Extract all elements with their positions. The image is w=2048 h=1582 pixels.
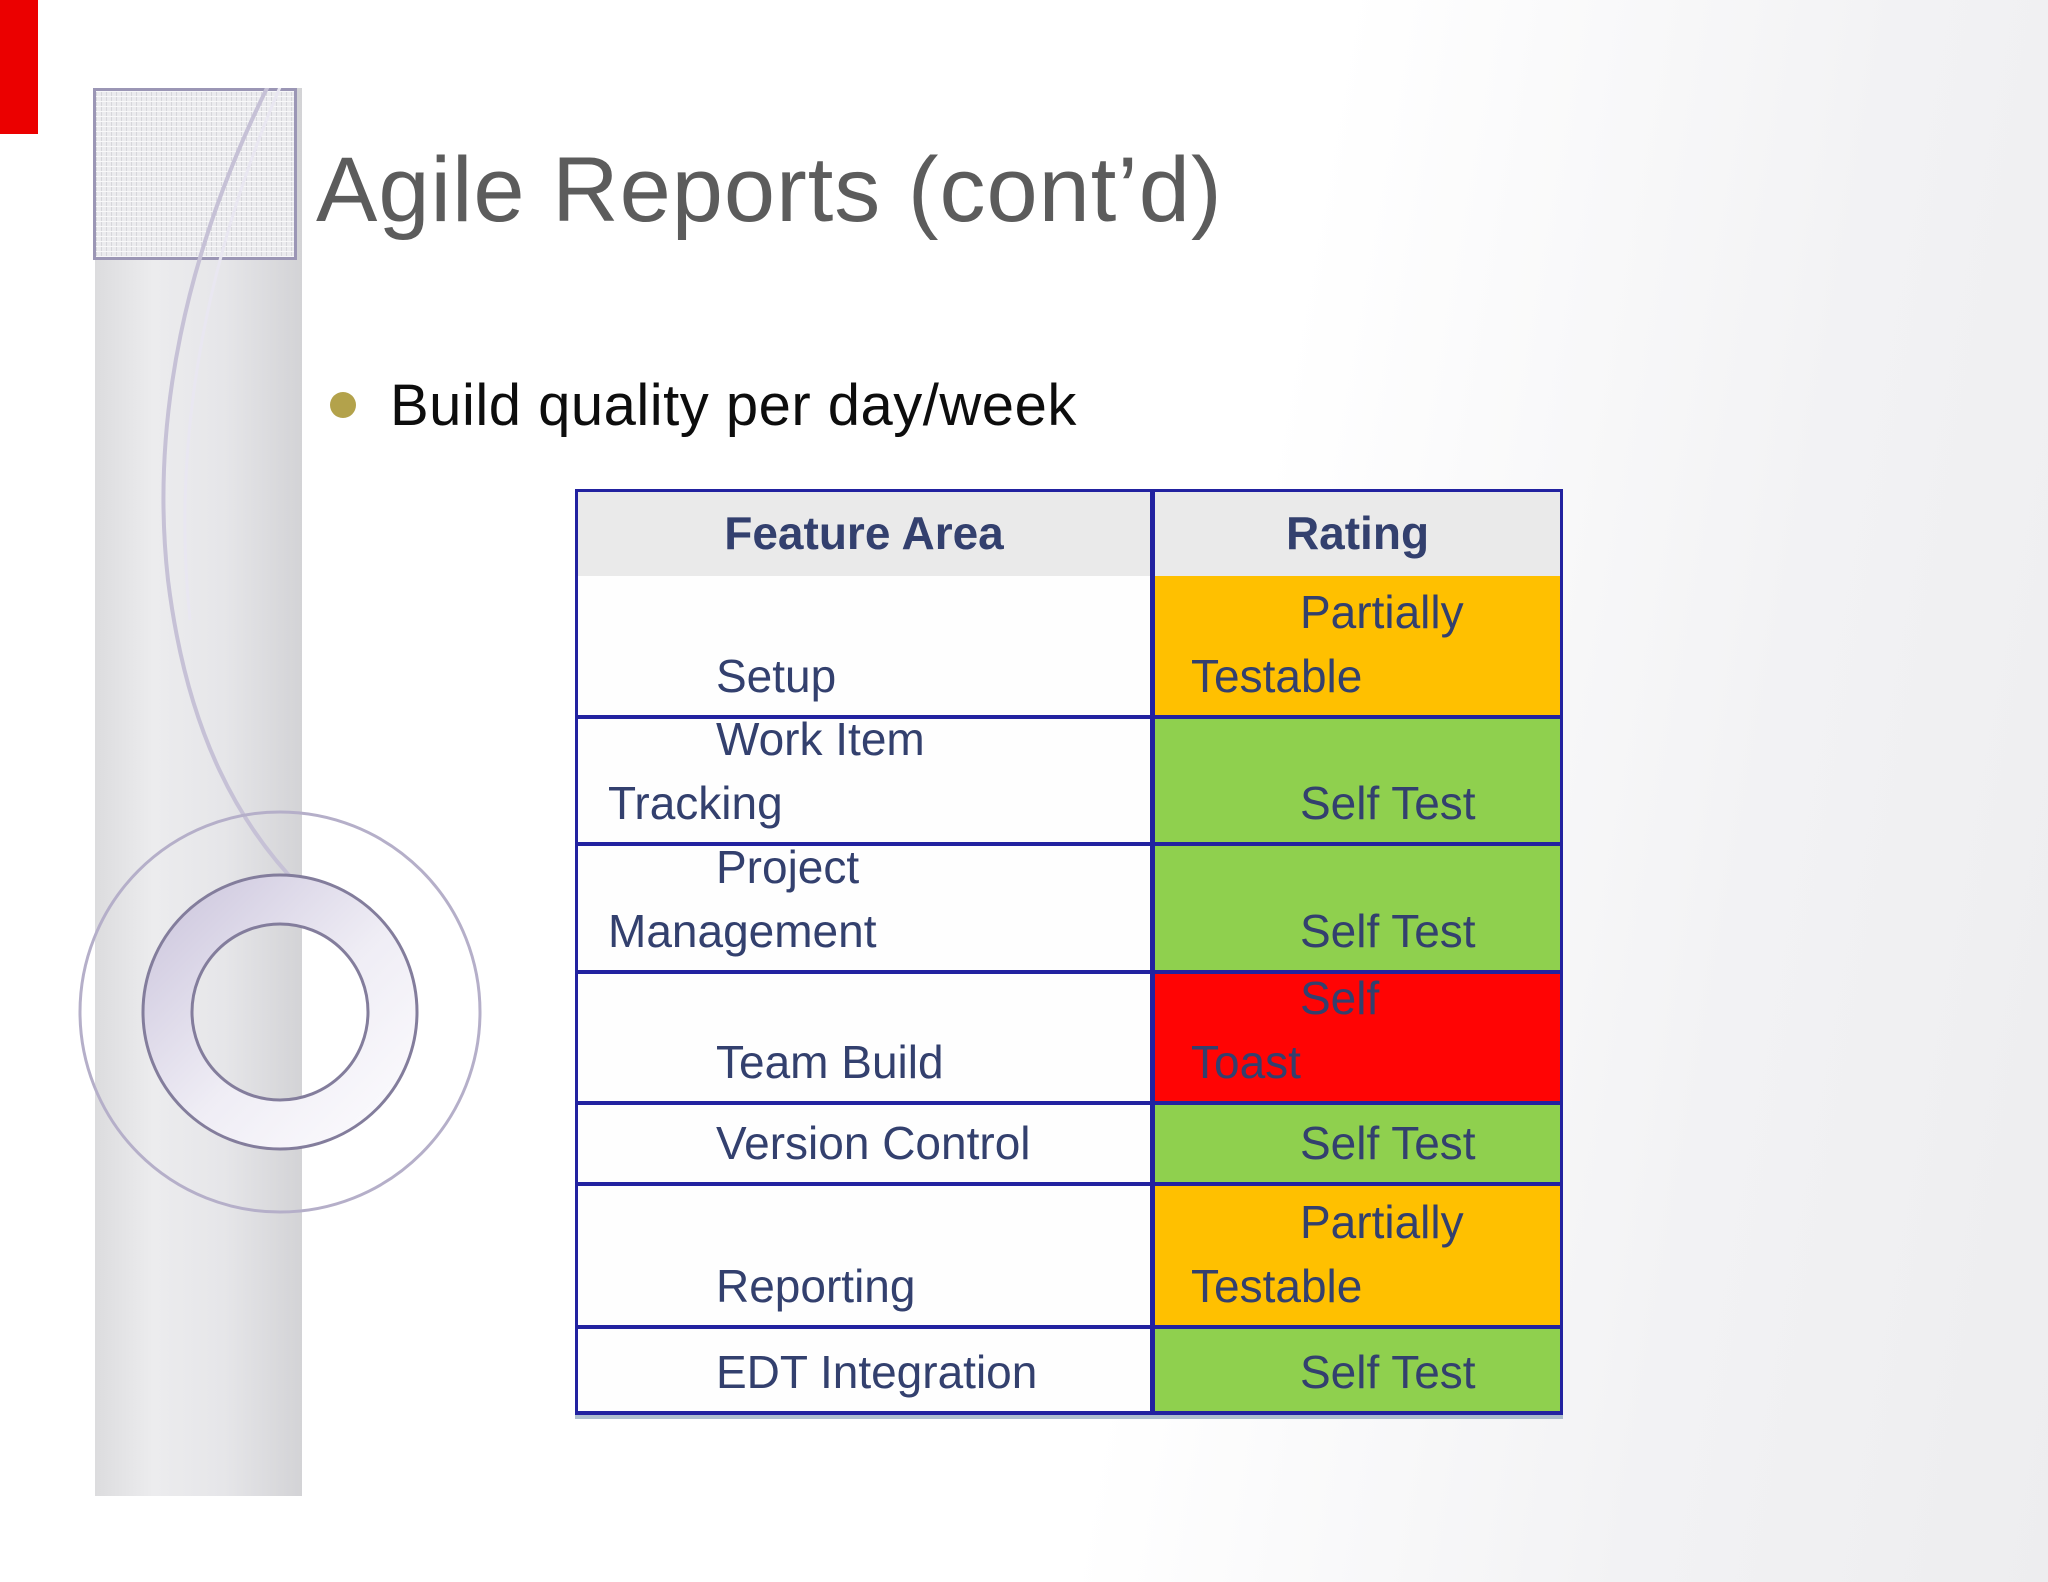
column-header-feature-area: Feature Area [578, 492, 1155, 576]
rating-cell: Self Test [1155, 1105, 1560, 1182]
cell-text: Tracking [608, 776, 783, 829]
rating-cell: Self Test [1155, 1329, 1560, 1411]
rating-cell: Self Test [1155, 846, 1560, 970]
cell-text: Partially [1300, 1196, 1464, 1249]
feature-area-cell: EDT Integration [578, 1329, 1155, 1411]
textured-square [93, 88, 297, 260]
feature-area-cell: Reporting [578, 1186, 1155, 1325]
bullet-text: Build quality per day/week [390, 373, 1077, 438]
cell-text: Project [716, 846, 860, 894]
bullet-item: Build quality per day/week [330, 372, 1077, 439]
feature-area-cell: Version Control [578, 1105, 1155, 1182]
cell-text: Testable [1191, 649, 1363, 702]
feature-area-cell: Team Build [578, 974, 1155, 1101]
cell-text: Version Control [716, 1116, 1031, 1169]
slide-title: Agile Reports (cont’d) [316, 139, 1223, 241]
bullet-dot-icon [330, 392, 356, 418]
cell-text: Self Test [1300, 1345, 1476, 1398]
decorative-sidebar [93, 88, 302, 1496]
cell-text: Testable [1191, 1259, 1363, 1312]
cell-text: Team Build [716, 1035, 944, 1088]
cell-text: Self Test [1300, 1116, 1476, 1169]
cell-text: Self [1300, 974, 1380, 1025]
cell-text: EDT Integration [716, 1345, 1038, 1398]
cell-text: Self Test [1300, 776, 1476, 829]
cell-text: Work Item [716, 719, 925, 766]
rating-cell: Self Test [1155, 719, 1560, 842]
table-header-row: Feature Area Rating [578, 492, 1560, 576]
table-row: EDT Integration Self Test [578, 1325, 1560, 1411]
cell-text: Reporting [716, 1259, 916, 1312]
cell-text: Self Test [1300, 904, 1476, 957]
red-corner-strip [0, 0, 38, 134]
table-row: Version Control Self Test [578, 1101, 1560, 1182]
cell-text: Toast [1191, 1035, 1301, 1088]
feature-area-cell: Setup [578, 576, 1155, 715]
column-header-rating: Rating [1285, 507, 1430, 559]
cell-text: Partially [1300, 586, 1464, 639]
cell-text: Management [608, 904, 877, 957]
cell-text: Setup [716, 649, 837, 702]
